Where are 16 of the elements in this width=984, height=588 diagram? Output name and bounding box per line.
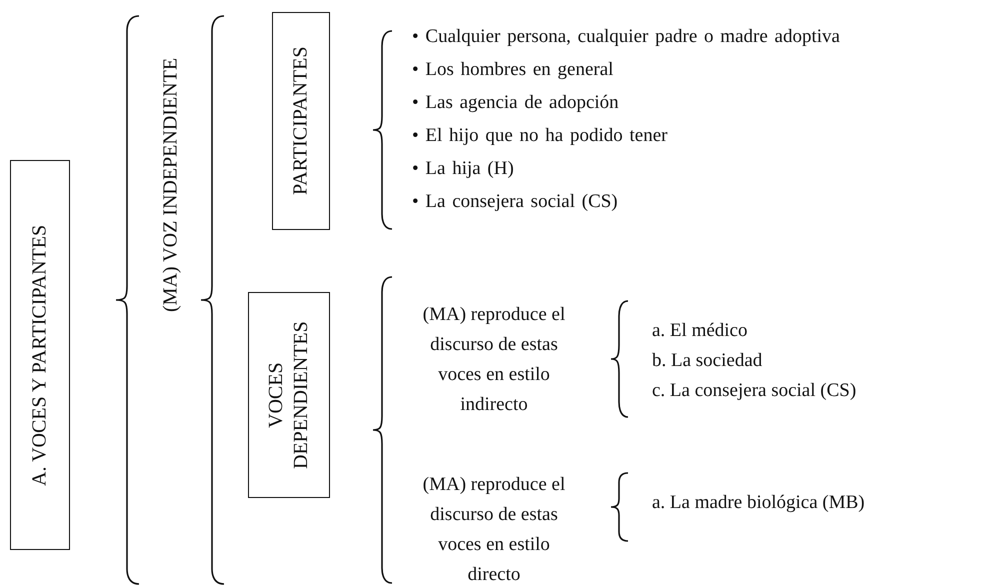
heading-box: VOCES DEPENDIENTES [248, 292, 330, 498]
list-item: • La consejera social (CS) [412, 191, 618, 214]
list-item: a. El médico [652, 320, 748, 343]
list-item: • Las agencia de adopción [412, 92, 619, 115]
list-item: • La hija (H) [412, 158, 514, 181]
heading-box: PARTICIPANTES [272, 12, 330, 230]
list-item: c. La consejera social (CS) [652, 380, 856, 403]
vertical-heading: (MA) VOZ INDEPENDIENTE [158, 56, 182, 314]
heading-box: A. VOCES Y PARTICIPANTES [10, 160, 70, 550]
list-item: a. La madre biológica (MB) [652, 492, 865, 515]
description-text: (MA) reproduce el discurso de estas voces en estilo directo [422, 473, 566, 587]
list-item: b. La sociedad [652, 350, 762, 373]
description-text: (MA) reproduce el discurso de estas voces en estilo indirecto [422, 303, 566, 417]
list-item: • Cualquier persona, cualquier padre o madre adoptiva [412, 26, 840, 49]
list-item: • El hijo que no ha podido tener [412, 125, 668, 148]
list-item: • Los hombres en general [412, 59, 614, 82]
